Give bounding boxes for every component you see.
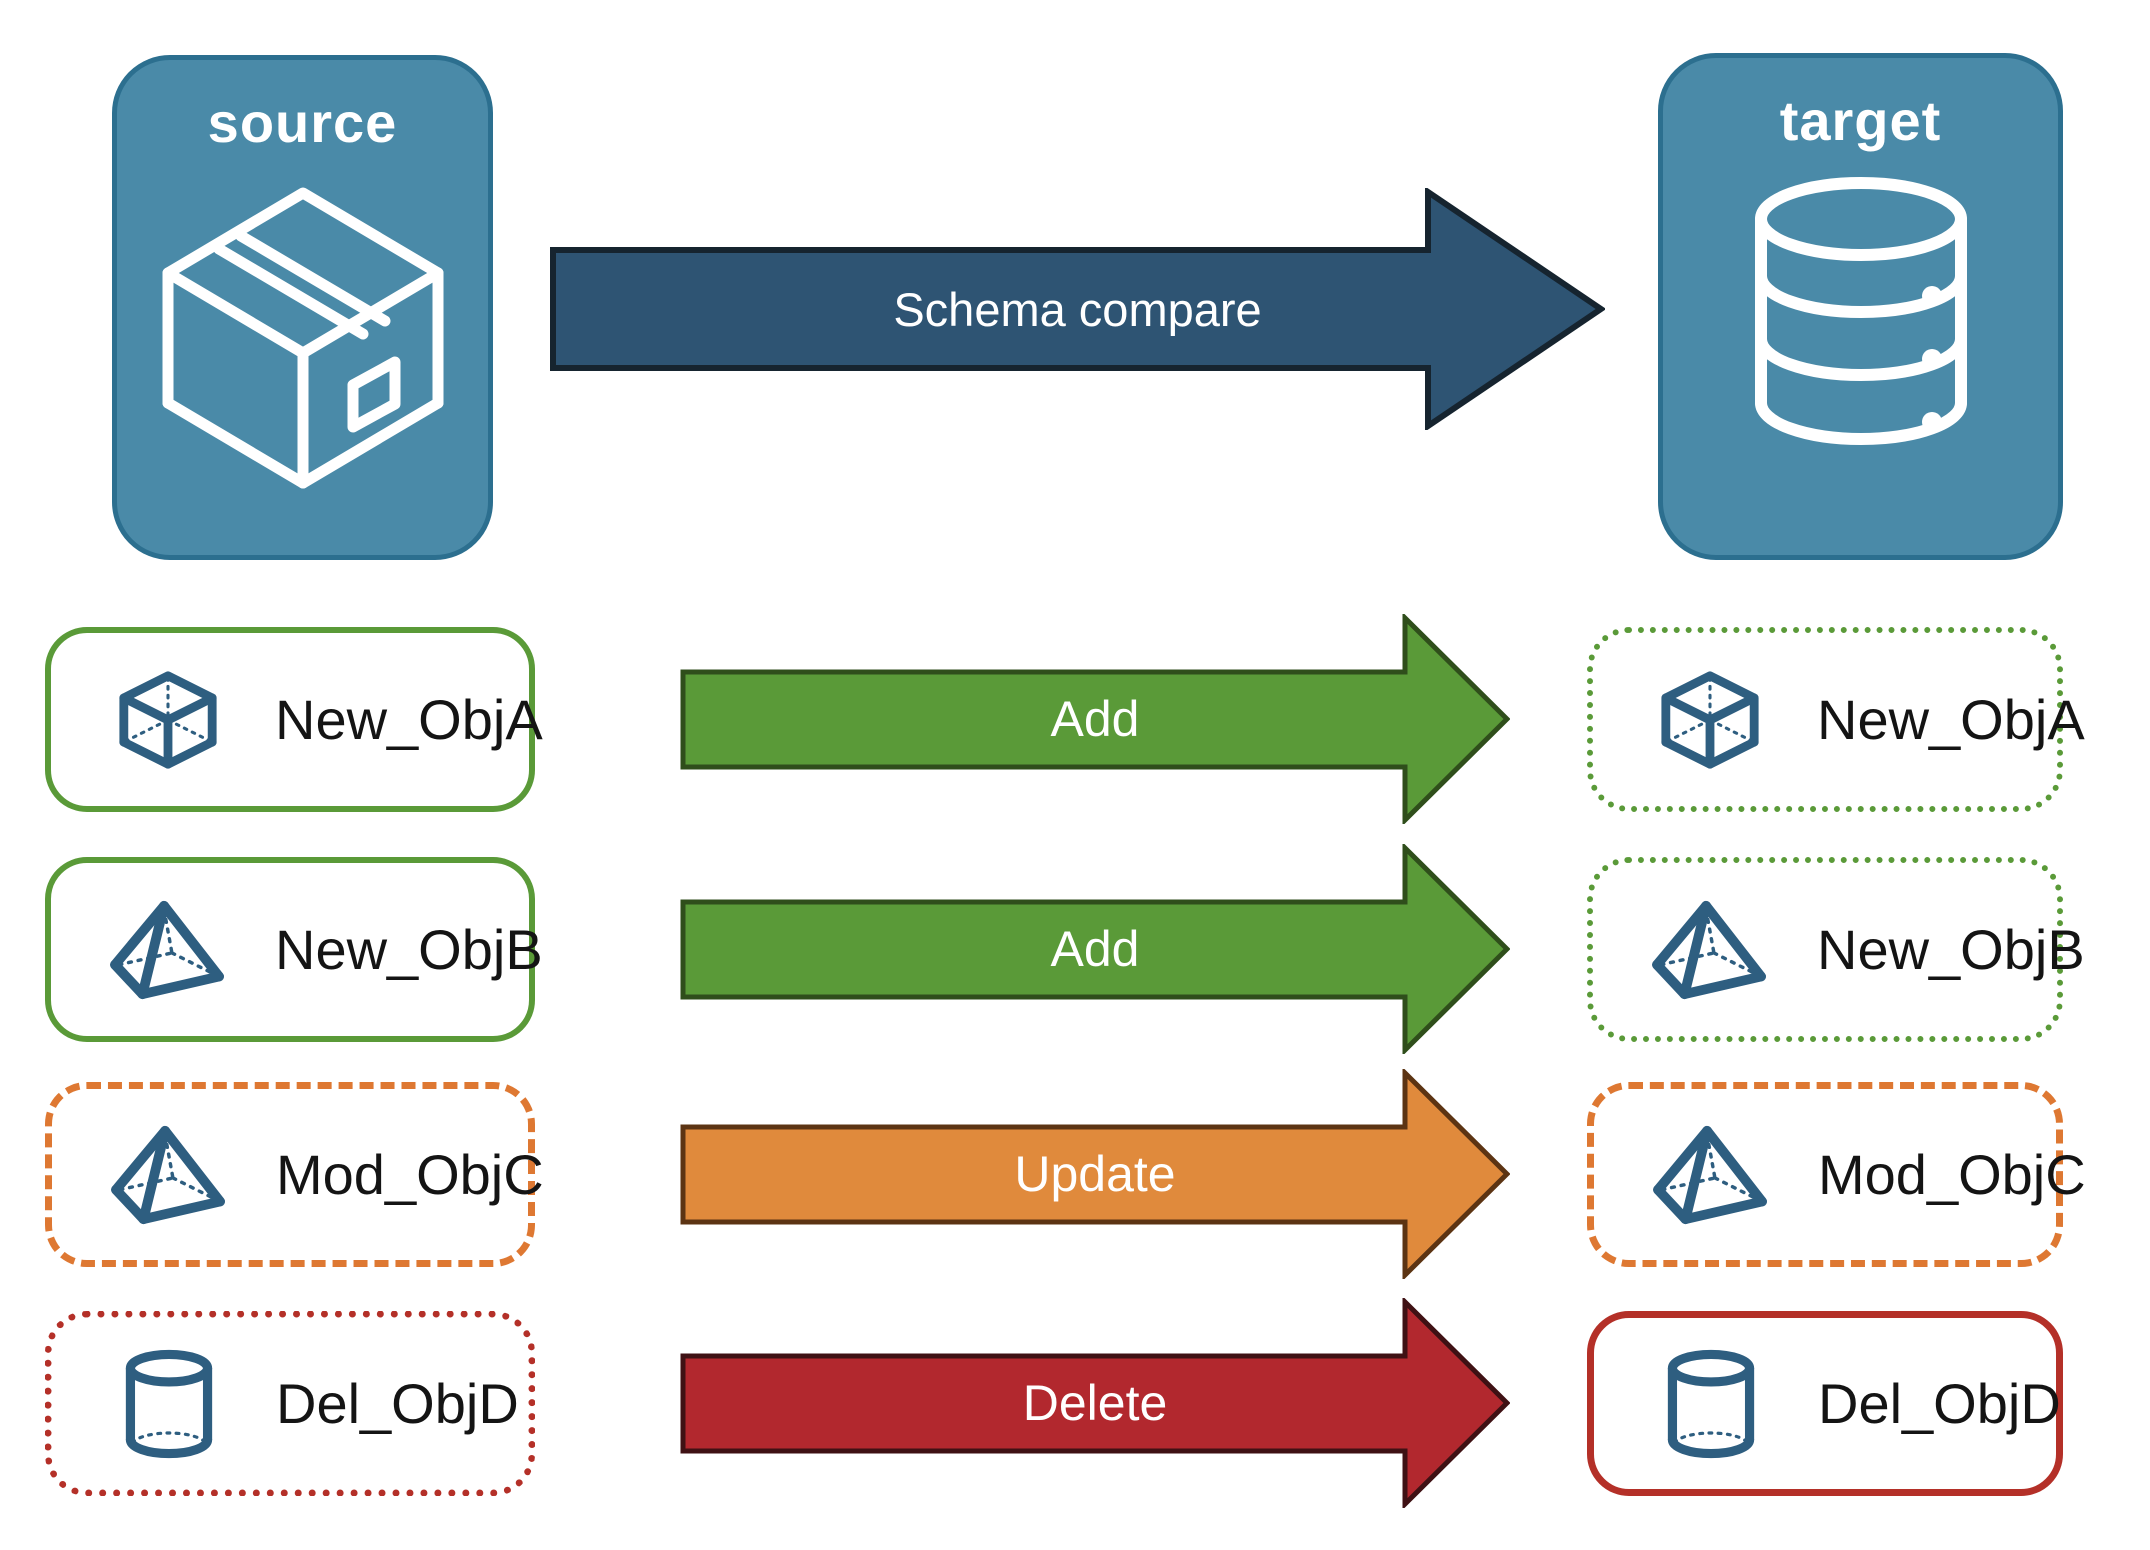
target-title: target [1779, 89, 1942, 152]
object-label: New_ObjA [275, 688, 543, 751]
cube-icon [1651, 667, 1769, 773]
target-object-card: Mod_ObjC [1587, 1082, 2086, 1267]
action-label: Delete [1022, 1375, 1168, 1431]
pyramid-icon [1651, 898, 1769, 1002]
object-label: New_ObjA [1817, 688, 2085, 751]
delete-arrow: Delete [680, 1298, 1510, 1508]
schema-compare-arrow: Schema compare [550, 188, 1605, 430]
object-label: Del_ObjD [276, 1372, 519, 1435]
database-icon [1736, 171, 1986, 451]
pyramid-icon [109, 898, 227, 1002]
add-arrow: Add [680, 614, 1510, 824]
source-title: source [207, 91, 398, 154]
target-node: target [1658, 53, 2063, 560]
schema-compare-label: Schema compare [893, 282, 1262, 336]
source-object-card: New_ObjB [45, 857, 543, 1042]
object-label: New_ObjB [275, 918, 543, 981]
cylinder-icon [1652, 1348, 1770, 1460]
source-object-card: Del_ObjD [45, 1311, 535, 1496]
package-icon [153, 173, 453, 503]
action-label: Add [1050, 691, 1140, 747]
pyramid-icon [1652, 1123, 1770, 1227]
target-object-card: Del_ObjD [1587, 1311, 2063, 1496]
target-object-card: New_ObjB [1587, 857, 2085, 1042]
source-object-card: New_ObjA [45, 627, 543, 812]
cylinder-icon [110, 1348, 228, 1460]
target-object-card: New_ObjA [1587, 627, 2085, 812]
add-arrow: Add [680, 844, 1510, 1054]
source-node: source [112, 55, 493, 560]
cube-icon [109, 667, 227, 773]
source-object-card: Mod_ObjC [45, 1082, 544, 1267]
update-arrow: Update [680, 1069, 1510, 1279]
object-label: New_ObjB [1817, 918, 2085, 981]
pyramid-icon [110, 1123, 228, 1227]
action-label: Update [1014, 1146, 1176, 1202]
action-label: Add [1050, 921, 1140, 977]
object-label: Mod_ObjC [1818, 1143, 2086, 1206]
object-label: Del_ObjD [1818, 1372, 2061, 1435]
object-label: Mod_ObjC [276, 1143, 544, 1206]
